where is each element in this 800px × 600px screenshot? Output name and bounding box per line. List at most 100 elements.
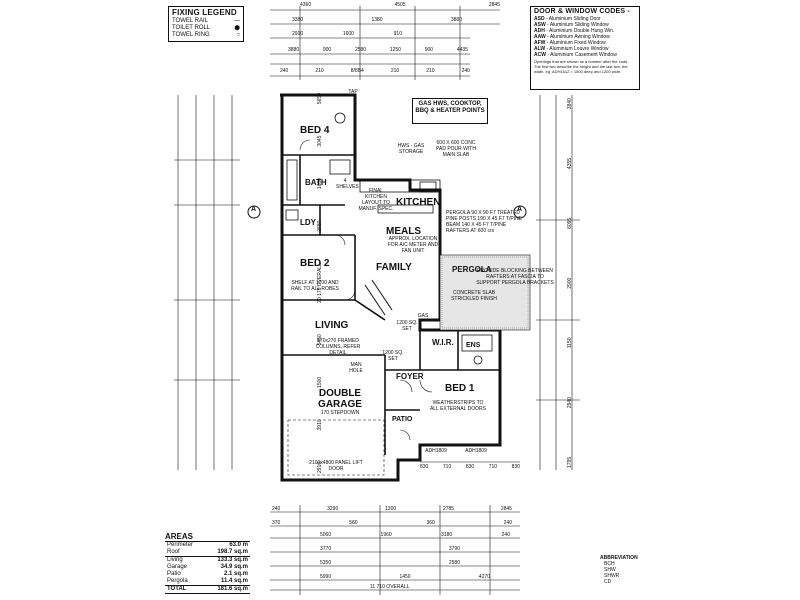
family-wall-diagonal [364,279,393,316]
note-concrete-slab: CONCRETE SLAB STRICKLED FINISH [451,290,497,302]
bottom-dims-overall: 11 710 OVERALL [370,584,410,590]
door-swings [299,139,433,441]
room-patio: PATIO [392,416,413,423]
note-sq2: 1200 SQ. SET [396,320,418,332]
room-kitchen: KITCHEN [396,197,441,208]
door-window-codes: DOOR & WINDOW CODES - ASD - Aluminium Sl… [530,6,640,90]
legend-row: TOILET ROLL ⬤ [172,25,240,32]
code-row: AFW - Aluminium Fixed Window [534,40,606,46]
code-row: ASW - Aluminium Sliding Window [534,22,609,28]
legend-row: TOWEL RING ○ [172,32,240,39]
room-ldy: LDY [300,218,316,227]
note-ac-location: APPROX. LOCATION FOR A/C METER AND FAN U… [387,236,439,254]
note-blocking: PROVIDE BLOCKING BETWEEN RAFTERS AT FASC… [476,268,554,286]
bath-fixtures [285,112,493,365]
note-pergola-spec: PERGOLA 90 X 90 F7 TREATED PINE POSTS 19… [446,210,523,234]
gas-note-text: GAS HWS, COOKTOP, BBQ & HEATER POINTS [415,101,485,114]
room-foyer: FOYER [396,372,424,381]
note-columns: 270x270 FRAMED COLUMNS, REFER DETAIL [315,338,361,356]
code-row: ASD - Aluminium Sliding Door [534,16,601,22]
note-garage-step: 170 STEPDOWN [320,410,360,416]
fixing-legend: FIXING LEGEND TOWEL RAIL — TOILET ROLL ⬤… [168,6,244,42]
note-weather: WEATHERSTRIPS TO ALL EXTERNAL DOORS [429,400,487,412]
top-dimension-lines [270,6,500,80]
towel-ring-icon: ○ [236,32,240,38]
room-bed1: BED 1 [445,383,475,394]
fixing-legend-title: FIXING LEGEND [172,8,237,17]
code-row: ACW - Aluminium Casement Window [534,52,617,58]
note-sq1: 1200 SQ. SET [382,350,404,362]
note-hws: HWS - GAS STORAGE [397,143,425,155]
left-dimension-lines [174,95,240,470]
legend-label: TOWEL RING [172,32,210,38]
code-row: AAW - Aluminium Awning Window [534,34,610,40]
abbreviation-row: BCH [604,561,615,567]
abbreviation-panel: ABBREVIATION BCH SHW SHWR CD [600,555,650,585]
room-wir: W.I.R. [432,338,454,347]
pergola-slab [439,254,531,331]
note-conc-pad: 600 X 600 CONC PAD POUR WITH MAIN SLAB [436,140,476,158]
note-man-hole: MAN HOLE [349,362,363,374]
note-final-kitchen: FINAL KITCHEN LAYOUT TO MANUF. SPEC. [358,188,394,212]
kitchen-bench [359,179,441,214]
abbreviation-row: CD [604,579,612,585]
abbreviation-row: SHW [604,567,616,573]
room-bed2: BED 2 [300,258,330,269]
abbreviation-title: ABBREVIATION [600,555,638,561]
note-shelves: 4 SHELVES [336,178,359,190]
section-marker-lines [247,205,527,219]
codes-title: DOOR & WINDOW CODES - [534,8,630,15]
note-gas: GAS [417,313,429,319]
bottom-dimension-lines [270,461,520,595]
abbreviation-row: SHWR [604,573,620,579]
room-bed4: BED 4 [300,125,330,136]
room-ens: ENS [466,342,481,349]
section-marker-left: A [251,206,257,213]
window-adh1809b: ADH1809 [465,448,487,454]
note-garage-door: 2100x4800 PANEL LIFT DOOR [309,460,363,472]
note-tap: TAP [348,89,358,95]
section-marker-right: A [517,206,523,213]
code-row: ADH - Aluminium Double Hung Win. [534,28,615,34]
gas-note: GAS HWS, COOKTOP, BBQ & HEATER POINTS [412,98,488,124]
window-adh1809a: ADH1809 [425,448,447,454]
areas-title: AREAS [165,532,250,542]
legend-row: TOWEL RAIL — [172,18,240,25]
room-pergola: PERGOLA [452,265,492,274]
legend-label: TOILET ROLL [172,25,211,31]
note-shelf: SHELF AT 1700 AND RAIL TO ALL ROBES [291,280,339,292]
room-bath: BATH [305,178,327,187]
towel-rail-icon: — [234,18,240,24]
codes-note: Openings that are shown as a number afte… [534,59,629,74]
internal-walls [282,154,500,455]
garage-door-outline [287,419,385,476]
room-meals: MEALS [386,226,421,237]
room-living: LIVING [315,320,349,331]
code-row: ALW - Aluminium Louvre Window [534,46,609,52]
legend-label: TOWEL RAIL [172,18,209,24]
room-double-garage: DOUBLE GARAGE [318,388,362,410]
